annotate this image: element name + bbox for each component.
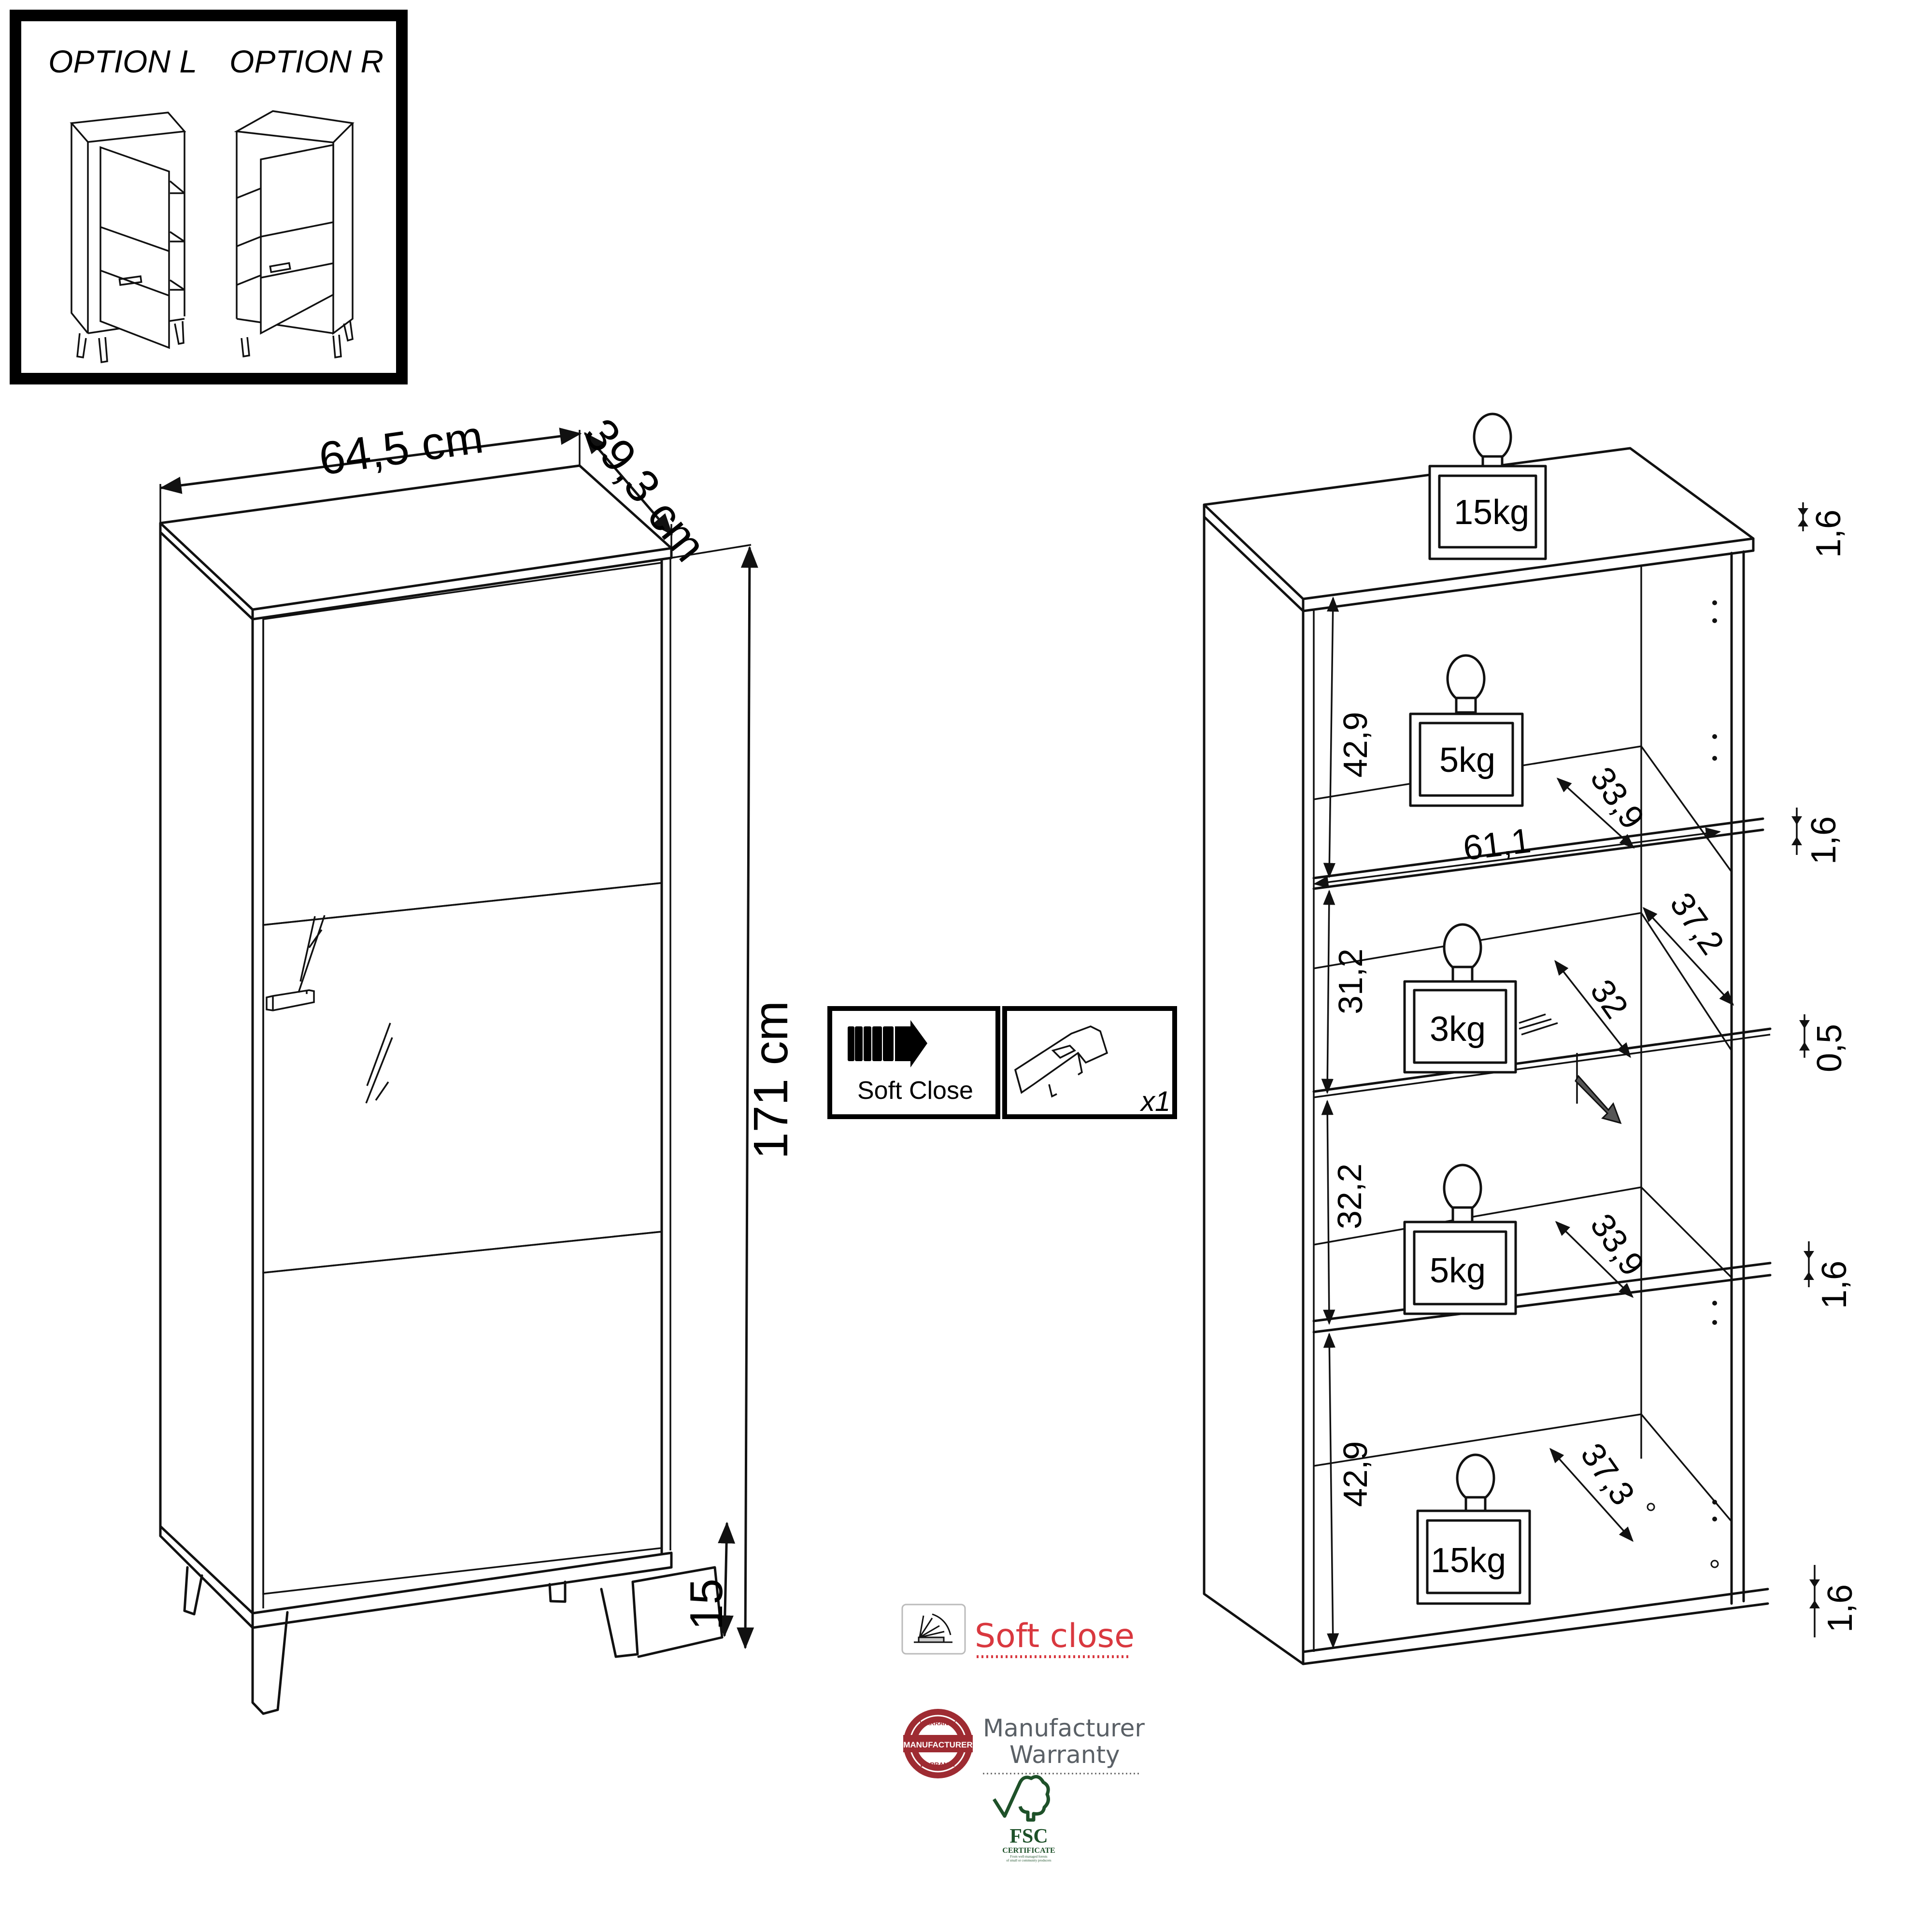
options-frame bbox=[10, 10, 408, 384]
warranty-line-2: Warranty bbox=[1009, 1741, 1120, 1769]
option-r-label: OPTION R bbox=[229, 43, 384, 79]
thickness-mark-shelf-1: 1,6 bbox=[1791, 808, 1843, 865]
seal-bottom-text: WARRANTY bbox=[920, 1761, 956, 1768]
warranty-seal-icon: MANUFACTURER WARRANTY WARRANTY bbox=[903, 1709, 973, 1778]
door-upper-panel bbox=[262, 561, 663, 926]
glass-shelf-depth: 32 bbox=[1583, 973, 1636, 1025]
weight-icon-compartment-2: 3kg bbox=[1403, 923, 1558, 1074]
hinge-quantity: x1 bbox=[1139, 1086, 1170, 1117]
fsc-tree-check-icon bbox=[993, 1775, 1050, 1822]
shelf-3-depth-line bbox=[1555, 1221, 1634, 1298]
closing-door-icon bbox=[914, 1613, 952, 1643]
compartment-4-height: 42,9 bbox=[1336, 1441, 1374, 1507]
shelf-1-depth-line bbox=[1556, 777, 1635, 849]
bottom-depth-line bbox=[1549, 1448, 1634, 1542]
soft-close-badge-label: Soft close bbox=[975, 1617, 1135, 1655]
height-dimension-line bbox=[737, 546, 758, 1649]
weight-icon-compartment-1: 5kg bbox=[1409, 654, 1524, 807]
interior-width-line bbox=[1313, 827, 1721, 888]
bottom-depth: 37,3 bbox=[1574, 1436, 1642, 1512]
depth-dimension-line bbox=[584, 432, 673, 536]
thickness-top-label: 1,6 bbox=[1809, 510, 1848, 558]
fsc-note-1: From well-managed forests bbox=[1010, 1855, 1048, 1859]
compartment-2-load: 3kg bbox=[1430, 1010, 1486, 1049]
interior-view-cabinet: 15kg 5kg 3kg 5kg bbox=[1203, 412, 1860, 1665]
bottom-shelf bbox=[1313, 1413, 1733, 1522]
compartment-4-height-line bbox=[1323, 1332, 1339, 1649]
seal-top-text: WARRANTY bbox=[920, 1719, 956, 1727]
option-l-label: OPTION L bbox=[48, 43, 197, 79]
compartment-1-height-line bbox=[1323, 596, 1339, 879]
weight-icon-compartment-4: 15kg bbox=[1416, 1453, 1531, 1605]
compartment-3-height-line bbox=[1321, 1099, 1335, 1325]
seal-band-text: MANUFACTURER bbox=[903, 1740, 973, 1749]
back-depth-label: 37,2 bbox=[1663, 886, 1732, 961]
width-label: 64,5 cm bbox=[316, 411, 486, 485]
glass-reflection-icon bbox=[298, 915, 393, 1104]
front-view-cabinet: 64,5 cm 39,3 cm 171 cm 15 bbox=[159, 409, 798, 1715]
leg-height-label: 15 bbox=[681, 1578, 732, 1630]
glass-shelf-depth-line bbox=[1554, 960, 1631, 1058]
shelf-1 bbox=[1312, 745, 1764, 890]
soft-close-arrow-icon bbox=[848, 1020, 927, 1067]
door-glass-panel bbox=[262, 882, 663, 1274]
thickness-mark-top: 1,6 bbox=[1798, 502, 1848, 558]
thickness-shelf-1-label: 1,6 bbox=[1804, 816, 1843, 865]
option-l-cabinet-icon bbox=[70, 112, 186, 364]
door-handle bbox=[266, 989, 315, 1011]
top-load-label: 15kg bbox=[1454, 493, 1529, 532]
compartment-2-height-line bbox=[1321, 889, 1335, 1094]
compartment-1-load: 5kg bbox=[1439, 741, 1495, 780]
compartment-2-height: 31,2 bbox=[1332, 949, 1369, 1014]
cabinet-legs bbox=[183, 1566, 724, 1715]
soft-close-badge: Soft close bbox=[901, 1604, 1135, 1658]
thickness-dimensions: 1,6 1,6 0,5 1,6 1,6 bbox=[1791, 502, 1860, 1637]
thickness-shelf-3-label: 1,6 bbox=[1815, 1261, 1854, 1309]
fsc-title: FSC bbox=[1009, 1825, 1048, 1847]
soft-close-box-label: Soft Close bbox=[857, 1077, 973, 1105]
leg-height-dimension-line bbox=[716, 1521, 736, 1637]
back-depth-line bbox=[1642, 907, 1734, 1006]
compartment-3-height: 32,2 bbox=[1331, 1164, 1368, 1229]
weight-icon-compartment-3: 5kg bbox=[1403, 1164, 1517, 1315]
option-r-cabinet-icon bbox=[234, 110, 355, 359]
thickness-mark-bottom: 1,6 bbox=[1809, 1565, 1860, 1637]
warranty-line-1: Manufacturer bbox=[983, 1714, 1145, 1742]
cabinet-top bbox=[159, 464, 673, 611]
fsc-subtitle: CERTIFICATE bbox=[1002, 1847, 1055, 1855]
compartment-1-height: 42,9 bbox=[1336, 712, 1374, 778]
thickness-glass-label: 0,5 bbox=[1810, 1024, 1849, 1072]
thickness-mark-shelf-3: 1,6 bbox=[1804, 1241, 1854, 1309]
weight-icon-top: 15kg bbox=[1428, 412, 1547, 560]
door-lower-panel bbox=[262, 1231, 663, 1595]
compartment-3-load: 5kg bbox=[1430, 1251, 1486, 1290]
fsc-badge: FSC CERTIFICATE From well-managed forest… bbox=[993, 1775, 1055, 1862]
shelf-pull-arrow-icon bbox=[1575, 1053, 1622, 1124]
thickness-mark-glass: 0,5 bbox=[1799, 1014, 1849, 1072]
soft-close-info: Soft Close x1 bbox=[827, 1006, 1177, 1119]
thickness-bottom-label: 1,6 bbox=[1821, 1584, 1860, 1633]
height-label: 171 cm bbox=[744, 1001, 798, 1159]
door-options-panel: OPTION L OPTION R bbox=[10, 10, 408, 384]
width-dimension-line bbox=[159, 427, 582, 494]
warranty-badge: MANUFACTURER WARRANTY WARRANTY Manufactu… bbox=[903, 1709, 1145, 1778]
hinge-icon bbox=[1014, 1025, 1108, 1098]
feature-badges: Soft close MANUFACTURER WARRANTY WARRANT… bbox=[901, 1604, 1145, 1862]
interior-width-label: 61,1 bbox=[1461, 821, 1533, 867]
fsc-note-2: of small or community producers bbox=[1006, 1859, 1051, 1862]
shelf-3 bbox=[1312, 1186, 1772, 1334]
shelf-pin-holes bbox=[1647, 600, 1719, 1568]
compartment-4-load: 15kg bbox=[1431, 1541, 1506, 1580]
